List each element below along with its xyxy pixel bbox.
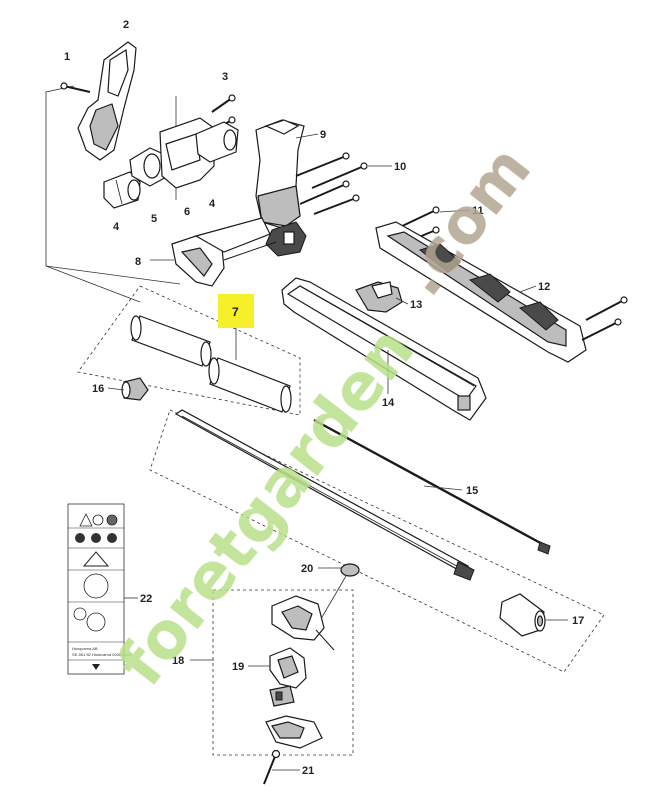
- label-7: 7: [232, 305, 239, 319]
- tubes-7: [130, 315, 292, 413]
- label-leaders: [107, 133, 568, 771]
- bushing-4-right: [195, 121, 239, 163]
- screw-1: [60, 82, 91, 93]
- frame-12: [375, 221, 628, 363]
- label-9: 9: [320, 129, 326, 141]
- throttle-housing-18: [271, 595, 335, 651]
- label-6: 6: [184, 206, 190, 218]
- lower-housing: [265, 715, 323, 749]
- grip-housing-9: [255, 119, 307, 257]
- bushing-16: [121, 377, 149, 401]
- screws-10: [295, 152, 368, 215]
- watermark: foretgarden .com: [104, 132, 545, 700]
- label-19: 19: [232, 661, 244, 673]
- label-16: 16: [92, 383, 104, 395]
- label-22: 22: [140, 593, 152, 605]
- clip-13: [355, 281, 403, 313]
- label-11: 11: [472, 205, 484, 217]
- decal-line-1: Husqvarna AB: [72, 646, 98, 651]
- handle-bracket-2: [77, 41, 137, 161]
- label-12: 12: [538, 281, 550, 293]
- end-cap-17: [499, 593, 546, 637]
- warning-decal-22: Husqvarna AB SE-561 82 Huskvarna 0000000…: [67, 503, 133, 675]
- label-5: 5: [151, 213, 157, 225]
- clamp-5: [129, 147, 169, 187]
- trigger-19: [269, 647, 307, 689]
- highlight-box-7: [218, 294, 254, 328]
- label-4b: 4: [209, 198, 216, 210]
- switch-block: [269, 685, 295, 707]
- label-18: 18: [172, 655, 184, 667]
- label-21: 21: [302, 765, 314, 777]
- part-labels: 1 2 3 4 4 5 6 7 8 9 10 11 12 13 14 15 16…: [64, 19, 584, 777]
- bushing-4-left: [103, 171, 141, 209]
- dashed-outlines: [77, 285, 605, 756]
- label-3: 3: [222, 71, 228, 83]
- label-13: 13: [410, 299, 422, 311]
- label-8: 8: [135, 256, 141, 268]
- label-15: 15: [466, 485, 478, 497]
- label-10: 10: [394, 161, 406, 173]
- label-4a: 4: [113, 221, 120, 233]
- label-17: 17: [572, 615, 584, 627]
- screw-21: [263, 749, 281, 785]
- label-14: 14: [382, 397, 395, 409]
- decal-line-2: SE-561 82 Huskvarna 000000000: [72, 652, 133, 657]
- plug-20: [317, 563, 360, 625]
- label-1: 1: [64, 51, 70, 63]
- shaft-tube: [174, 409, 475, 581]
- handle-side-8: [171, 217, 277, 287]
- housing-14: [281, 277, 487, 421]
- label-20: 20: [301, 563, 313, 575]
- watermark-brand: foretgarden: [104, 313, 429, 700]
- label-2: 2: [123, 19, 129, 31]
